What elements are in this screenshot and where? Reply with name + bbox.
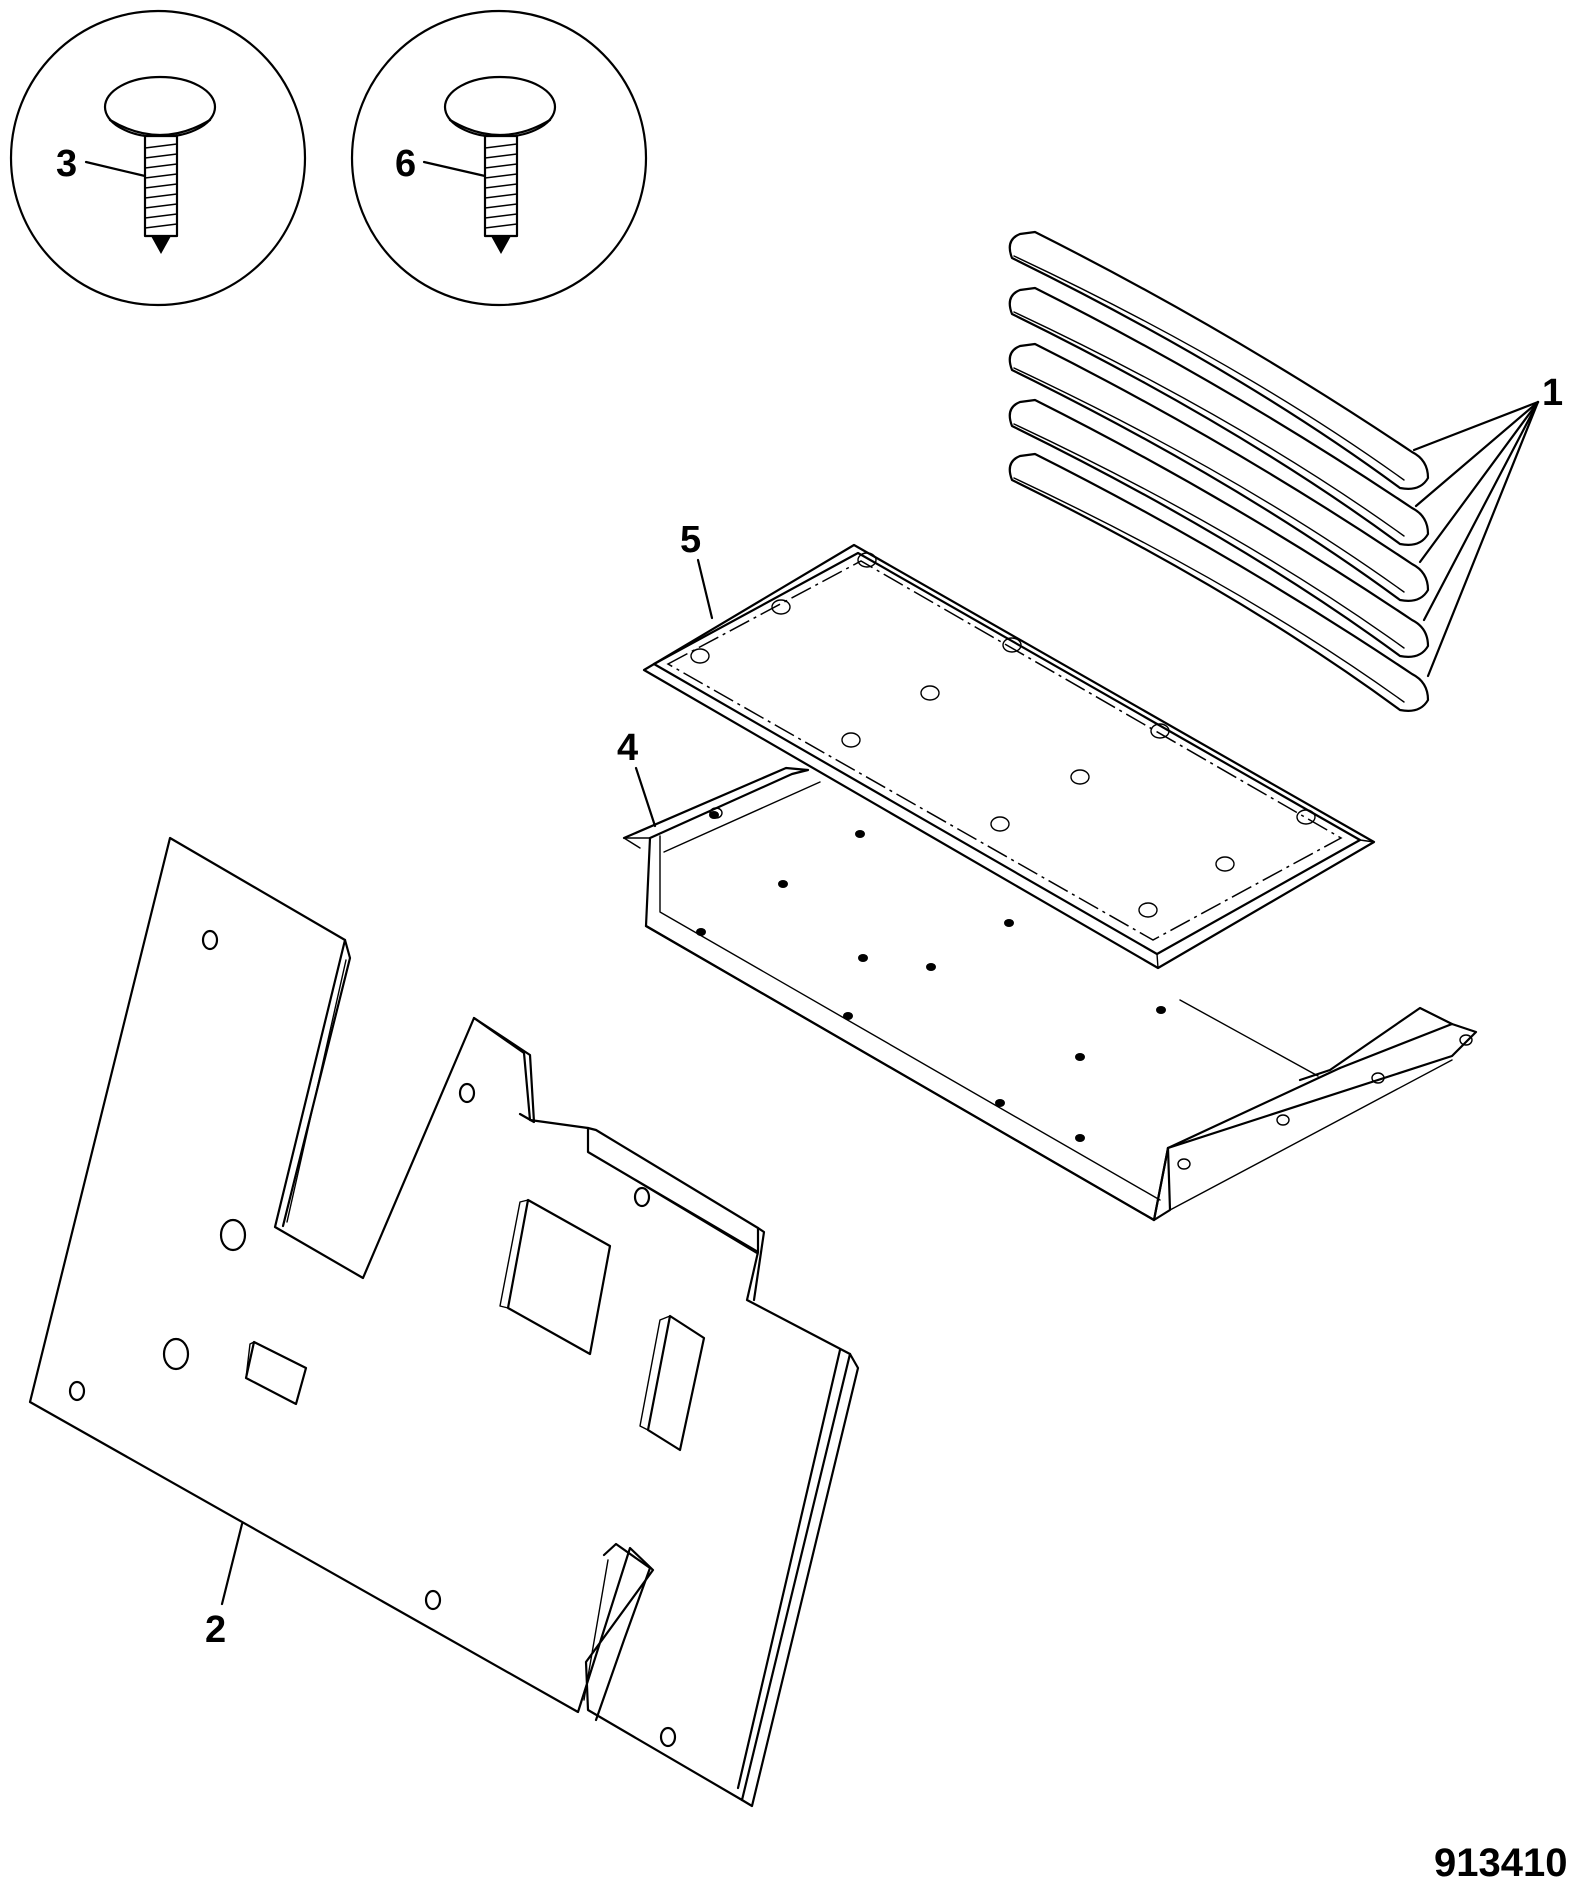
screw-6-drawing — [443, 75, 557, 254]
part-1-strips: 1 — [1008, 230, 1563, 712]
figure-number: 913410 — [1434, 1841, 1567, 1885]
part-2-panel: 2 — [28, 836, 860, 1808]
screw-3-drawing — [103, 75, 217, 254]
callout-6: 6 — [395, 143, 416, 185]
leaders-1 — [1412, 400, 1540, 678]
mat-holes — [690, 552, 1316, 918]
callout-4: 4 — [617, 727, 638, 769]
strip-5 — [1008, 452, 1430, 712]
strip-3 — [1008, 342, 1430, 602]
strip-1 — [1008, 230, 1430, 490]
callout-2: 2 — [205, 1609, 226, 1651]
strip-2 — [1008, 286, 1430, 546]
leader-5 — [696, 558, 714, 620]
callout-5: 5 — [680, 519, 701, 561]
detail-circle-screw-6: 6 — [350, 9, 648, 307]
leader-6 — [422, 160, 487, 178]
leader-4 — [634, 766, 657, 828]
callout-3: 3 — [56, 143, 77, 185]
pan-holes — [696, 807, 1473, 1170]
strip-4 — [1008, 398, 1430, 658]
panel-holes — [68, 929, 677, 1748]
part-5-mat: 5 — [642, 519, 1376, 970]
callout-1: 1 — [1542, 372, 1563, 414]
part-4-floor-pan: 4 — [617, 727, 1478, 1222]
detail-circle-screw-3: 3 — [9, 9, 307, 307]
panel-cutouts — [244, 1198, 706, 1722]
leader-3 — [84, 160, 147, 178]
leader-2 — [220, 1522, 244, 1606]
